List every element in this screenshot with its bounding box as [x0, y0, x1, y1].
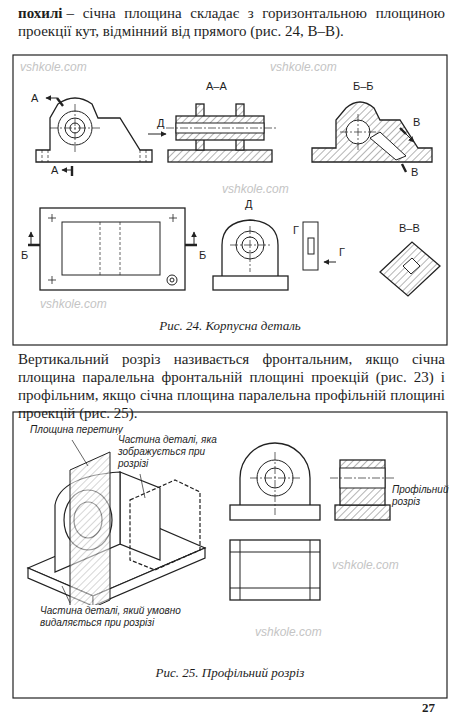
callout-note: Частина деталі, який умовно видаляється …	[40, 605, 190, 629]
watermark: vshkole.com	[270, 60, 337, 74]
profile-section	[330, 460, 395, 520]
section-a-a	[148, 104, 276, 162]
term: похилі	[18, 5, 63, 21]
watermark: vshkole.com	[255, 625, 322, 639]
paragraph: похилі– січна площина складає з горизонт…	[18, 4, 445, 40]
section-letter: Г	[338, 246, 346, 259]
paragraph-text: – січна площина складає з горизонтальною…	[18, 5, 445, 39]
figure-frame	[13, 55, 447, 345]
callout-note: Профільний розріз	[392, 484, 444, 508]
page-number: 27	[422, 700, 435, 716]
section-v-v	[380, 242, 440, 296]
callout-note: Частина деталі, яка зображується при роз…	[118, 434, 218, 470]
watermark: vshkole.com	[20, 60, 87, 74]
section-letter: Б	[20, 249, 29, 262]
figure-frame	[13, 412, 447, 698]
section-letter: В	[410, 166, 419, 179]
section-letter: В	[412, 116, 421, 129]
paragraph-text: Вертикальний розріз називається фронталь…	[18, 350, 445, 422]
section-letter: А	[30, 92, 39, 105]
section-title: А–А	[205, 80, 228, 93]
section-b-b	[312, 102, 432, 172]
section-g	[303, 222, 336, 270]
watermark: vshkole.com	[222, 182, 289, 196]
front-view	[230, 443, 320, 520]
front-view	[36, 98, 152, 176]
section-letter: Г	[292, 224, 300, 237]
view-letter: Д	[156, 117, 165, 130]
figure-caption: Рис. 25. Профільний розріз	[13, 665, 447, 681]
top-view	[28, 208, 197, 290]
top-view	[230, 540, 320, 600]
section-letter: А	[50, 164, 59, 177]
watermark: vshkole.com	[332, 558, 399, 572]
figure-caption: Рис. 24. Корпусна деталь	[13, 318, 447, 334]
section-title: Б–Б	[352, 80, 375, 93]
side-view	[213, 220, 288, 290]
view-letter: Д	[244, 198, 253, 211]
watermark: vshkole.com	[40, 297, 107, 311]
callout-note: Площина перетину	[30, 424, 130, 436]
section-letter: Б	[198, 249, 207, 262]
section-title: В–В	[398, 222, 421, 235]
